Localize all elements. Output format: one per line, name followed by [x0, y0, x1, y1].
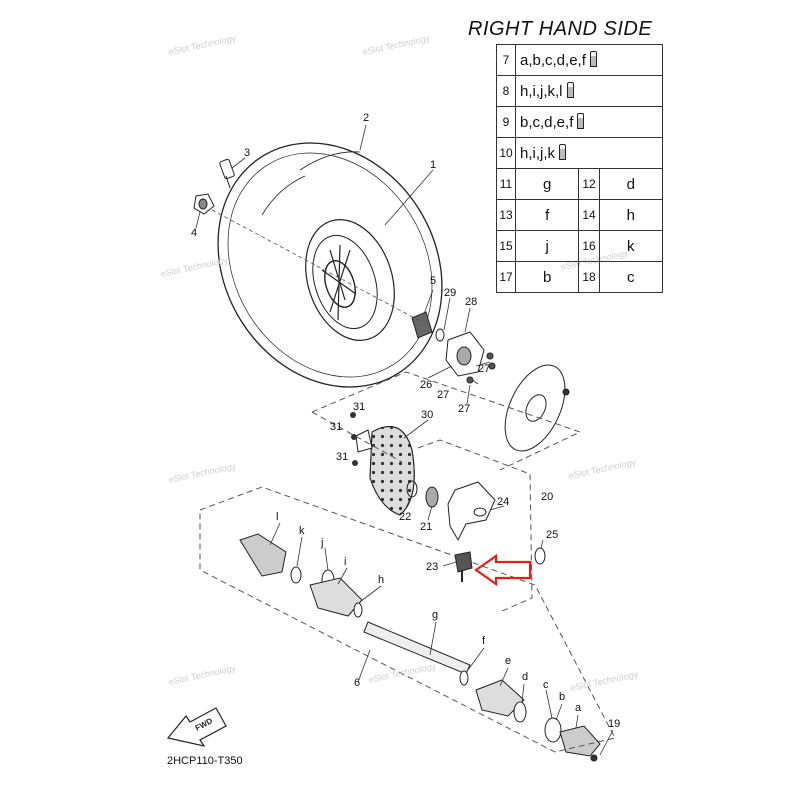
callout: 5	[430, 275, 436, 287]
kit-letter: k	[598, 230, 664, 262]
row-number: 16	[578, 230, 600, 262]
steering-knuckle	[406, 480, 496, 542]
kit-contents: h,i,j,k,l	[520, 83, 563, 100]
row-number: 13	[496, 199, 516, 231]
kit-cell: b,c,d,e,f	[515, 106, 663, 138]
callout: 20	[541, 491, 553, 503]
diagram-code: 2HCP110-T350	[167, 755, 243, 767]
leader-lines	[195, 124, 614, 756]
kit-contents: h,i,j,k	[520, 145, 556, 162]
callout: 27	[437, 389, 449, 401]
row-number: 17	[496, 261, 516, 293]
bolt-icon	[589, 51, 597, 67]
callout: 22	[399, 511, 411, 523]
kit-cell: h,i,j,k	[515, 137, 663, 169]
table-row: 7 a,b,c,d,e,f	[496, 44, 663, 76]
row-number: 14	[578, 199, 600, 231]
callout: e	[505, 655, 511, 667]
bolt-icon	[577, 113, 585, 129]
wheel-hub	[411, 311, 445, 342]
callout: b	[559, 691, 565, 703]
kit-table: 7 a,b,c,d,e,f 8 h,i,j,k,l 9 b,c,d,e,f 10…	[496, 44, 664, 293]
tire	[217, 142, 443, 388]
wheel-nut	[193, 193, 215, 215]
kit-letter: d	[598, 168, 664, 200]
row-number: 15	[496, 230, 516, 262]
callout: 29	[444, 287, 456, 299]
fwd-arrow-icon: FWD	[166, 707, 227, 747]
callout: 30	[421, 409, 433, 421]
kit-letter: b	[514, 261, 580, 293]
callout: 31	[336, 451, 348, 463]
brake-disc-right	[504, 364, 570, 452]
callout: 28	[465, 296, 477, 308]
disc-bolts	[350, 412, 358, 466]
table-row: 17 b 18 c	[496, 261, 664, 293]
callout: k	[299, 525, 305, 537]
callout: 2	[363, 112, 369, 124]
kit-letter: h	[598, 199, 664, 231]
kit-contents: a,b,c,d,e,f	[520, 52, 586, 69]
kit-letter: f	[514, 199, 580, 231]
wheel-rim	[305, 219, 395, 341]
table-row: 15 j 16 k	[496, 230, 664, 262]
callout: 27	[458, 403, 470, 415]
row-number: 7	[496, 44, 516, 76]
kit-cell: h,i,j,k,l	[515, 75, 663, 107]
brake-disc-perforated	[355, 426, 415, 516]
kit-cell: a,b,c,d,e,f	[515, 44, 663, 76]
row-number: 12	[578, 168, 600, 200]
highlight-arrow	[474, 553, 532, 587]
spacer-washer	[534, 547, 546, 565]
guide-line	[211, 209, 423, 323]
kit-letter: g	[514, 168, 580, 200]
callout: h	[378, 574, 384, 586]
callout: g	[432, 609, 438, 621]
assembly-frames	[199, 371, 616, 753]
bolt-icon	[566, 82, 574, 98]
ball-joint	[454, 551, 473, 582]
callout: 4	[191, 227, 197, 239]
diagram-title: RIGHT HAND SIDE	[468, 18, 653, 40]
callout: l	[276, 511, 278, 523]
callout: j	[320, 537, 323, 549]
row-number: 9	[496, 106, 516, 138]
callout: 3	[244, 147, 250, 159]
callout: d	[522, 671, 528, 683]
callout: 26	[420, 379, 432, 391]
callout: 25	[546, 529, 558, 541]
row-number: 10	[496, 137, 516, 169]
callout: c	[543, 679, 549, 691]
table-row: 13 f 14 h	[496, 199, 664, 231]
hub-carrier	[445, 331, 496, 384]
table-row: 11 g 12 d	[496, 168, 664, 200]
row-number: 8	[496, 75, 516, 107]
callout: 24	[497, 496, 509, 508]
callout: 19	[608, 718, 620, 730]
bolt-icon	[559, 144, 567, 160]
callout: 1	[430, 159, 436, 171]
callout: 6	[354, 677, 360, 689]
table-row: 10 h,i,j,k	[496, 137, 663, 169]
kit-letter: j	[514, 230, 580, 262]
kit-contents: b,c,d,e,f	[520, 114, 574, 131]
callout: 23	[426, 561, 438, 573]
table-row: 8 h,i,j,k,l	[496, 75, 663, 107]
row-number: 18	[578, 261, 600, 293]
callout: a	[575, 702, 582, 714]
table-row: 9 b,c,d,e,f	[496, 106, 663, 138]
callout: f	[482, 635, 486, 647]
row-number: 11	[496, 168, 516, 200]
callout: i	[344, 556, 346, 568]
callout: 27	[478, 363, 490, 375]
valve-stem	[219, 158, 235, 189]
kit-letter: c	[598, 261, 664, 293]
callout: 31	[353, 401, 365, 413]
callout: 31	[330, 421, 342, 433]
drive-shaft	[239, 533, 601, 762]
callout-labels: 1 2 3 4 5 29 28 26 27 27 27 31 31 30 31 …	[191, 112, 620, 730]
callout: 21	[420, 521, 432, 533]
